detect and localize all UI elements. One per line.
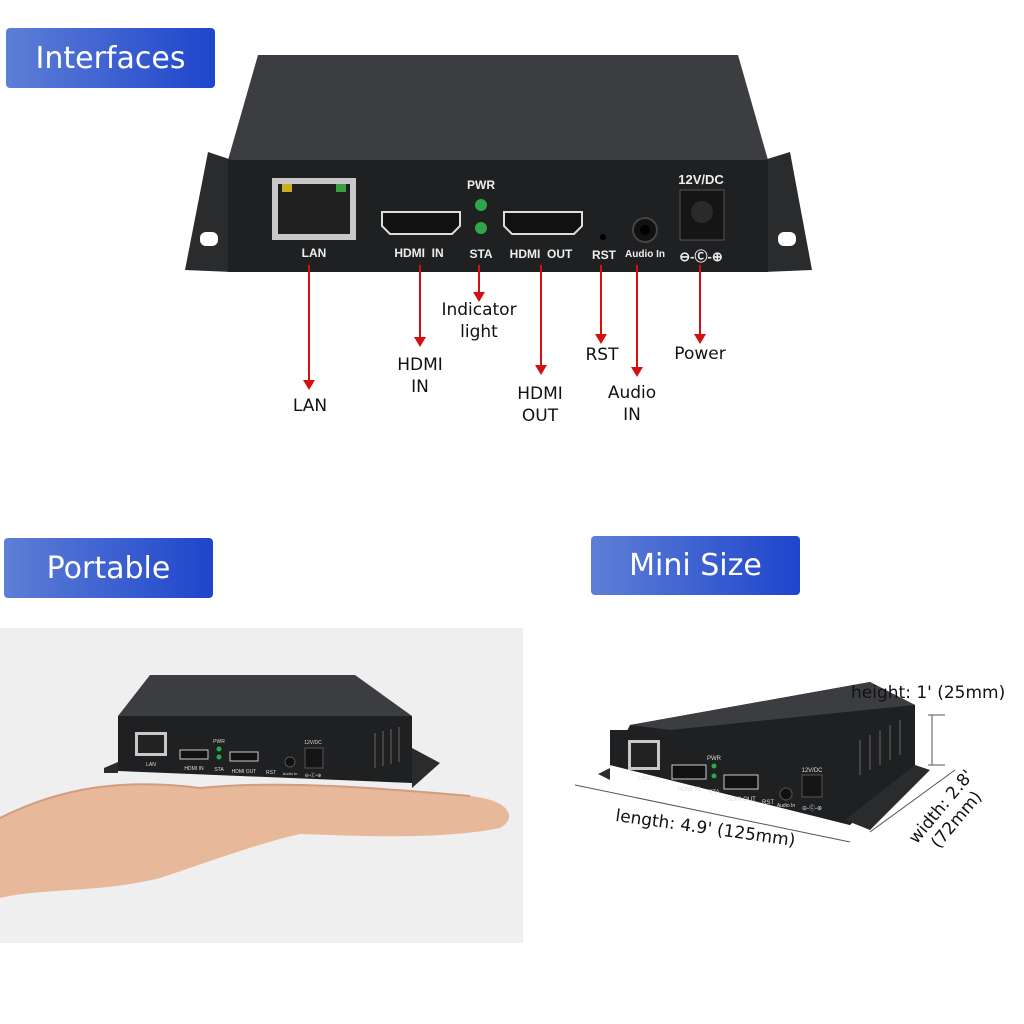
- hdmi-in-port: [381, 211, 461, 235]
- mini-size-badge: Mini Size: [591, 536, 800, 595]
- hdmi-in-arrow: [414, 265, 426, 347]
- lan-port: [272, 178, 356, 240]
- hdmi-out-label: HDMI OUT: [509, 247, 573, 261]
- rst-label: RST: [592, 248, 616, 262]
- svg-text:HDMI IN: HDMI IN: [678, 787, 701, 793]
- svg-text:RST: RST: [762, 800, 774, 806]
- right-mounting-bracket: [764, 152, 812, 272]
- polarity-symbol: ⊖-Ⓒ-⊕: [679, 249, 723, 264]
- sta-label: STA: [469, 247, 493, 261]
- hdmi-in-label: HDMI IN: [394, 246, 444, 260]
- svg-text:LAN: LAN: [638, 776, 650, 782]
- portable-photo: LAN HDMI IN PWR STA HDMI OUT RST Audio I…: [0, 628, 523, 943]
- svg-text:LAN: LAN: [146, 762, 156, 768]
- lan-callout: LAN: [292, 396, 328, 416]
- left-mounting-bracket: [185, 152, 232, 272]
- svg-text:12V/DC: 12V/DC: [801, 768, 823, 774]
- indicator-arrow: [473, 265, 485, 302]
- pwr-label: PWR: [467, 178, 495, 192]
- svg-text:STA: STA: [214, 767, 224, 773]
- power-callout: Power: [674, 344, 726, 364]
- hdmi-out-arrow: [535, 265, 547, 375]
- hdmi-out-port: [503, 211, 583, 235]
- svg-text:STA: STA: [708, 790, 719, 796]
- interfaces-badge: Interfaces: [6, 28, 215, 88]
- sta-led: [475, 222, 487, 234]
- rst-callout: RST: [585, 345, 619, 365]
- svg-text:PWR: PWR: [707, 756, 722, 762]
- power-arrow: [694, 265, 706, 344]
- svg-text:12V/DC: 12V/DC: [304, 740, 322, 746]
- rst-button: [600, 234, 606, 240]
- svg-text:⊖-Ⓒ-⊕: ⊖-Ⓒ-⊕: [305, 772, 322, 779]
- rst-arrow: [595, 265, 607, 344]
- svg-text:PWR: PWR: [213, 739, 225, 745]
- device-front-view: [185, 55, 812, 272]
- svg-text:⊖-Ⓒ-⊕: ⊖-Ⓒ-⊕: [802, 804, 822, 812]
- pwr-led: [475, 199, 487, 211]
- svg-text:Audio In: Audio In: [777, 803, 796, 809]
- height-dimension: height: 1' (25mm): [851, 683, 1006, 703]
- portable-badge: Portable: [4, 538, 213, 598]
- lan-label: LAN: [301, 246, 327, 260]
- svg-text:Audio In: Audio In: [283, 771, 298, 776]
- svg-text:HDMI OUT: HDMI OUT: [232, 769, 257, 775]
- svg-text:HDMI OUT: HDMI OUT: [726, 797, 756, 803]
- svg-text:RST: RST: [266, 770, 276, 776]
- power-rating-label: 12V/DC: [678, 172, 724, 187]
- svg-text:HDMI IN: HDMI IN: [184, 766, 204, 772]
- dimension-lines: [574, 714, 956, 843]
- hand-image: [0, 783, 510, 898]
- audio-in-label: Audio In: [625, 249, 665, 260]
- audio-in-arrow: [631, 265, 643, 377]
- lan-arrow: [303, 265, 315, 390]
- mini-size-device: LAN HDMI IN PWR STA HDMI OUT RST Audio I…: [574, 682, 956, 843]
